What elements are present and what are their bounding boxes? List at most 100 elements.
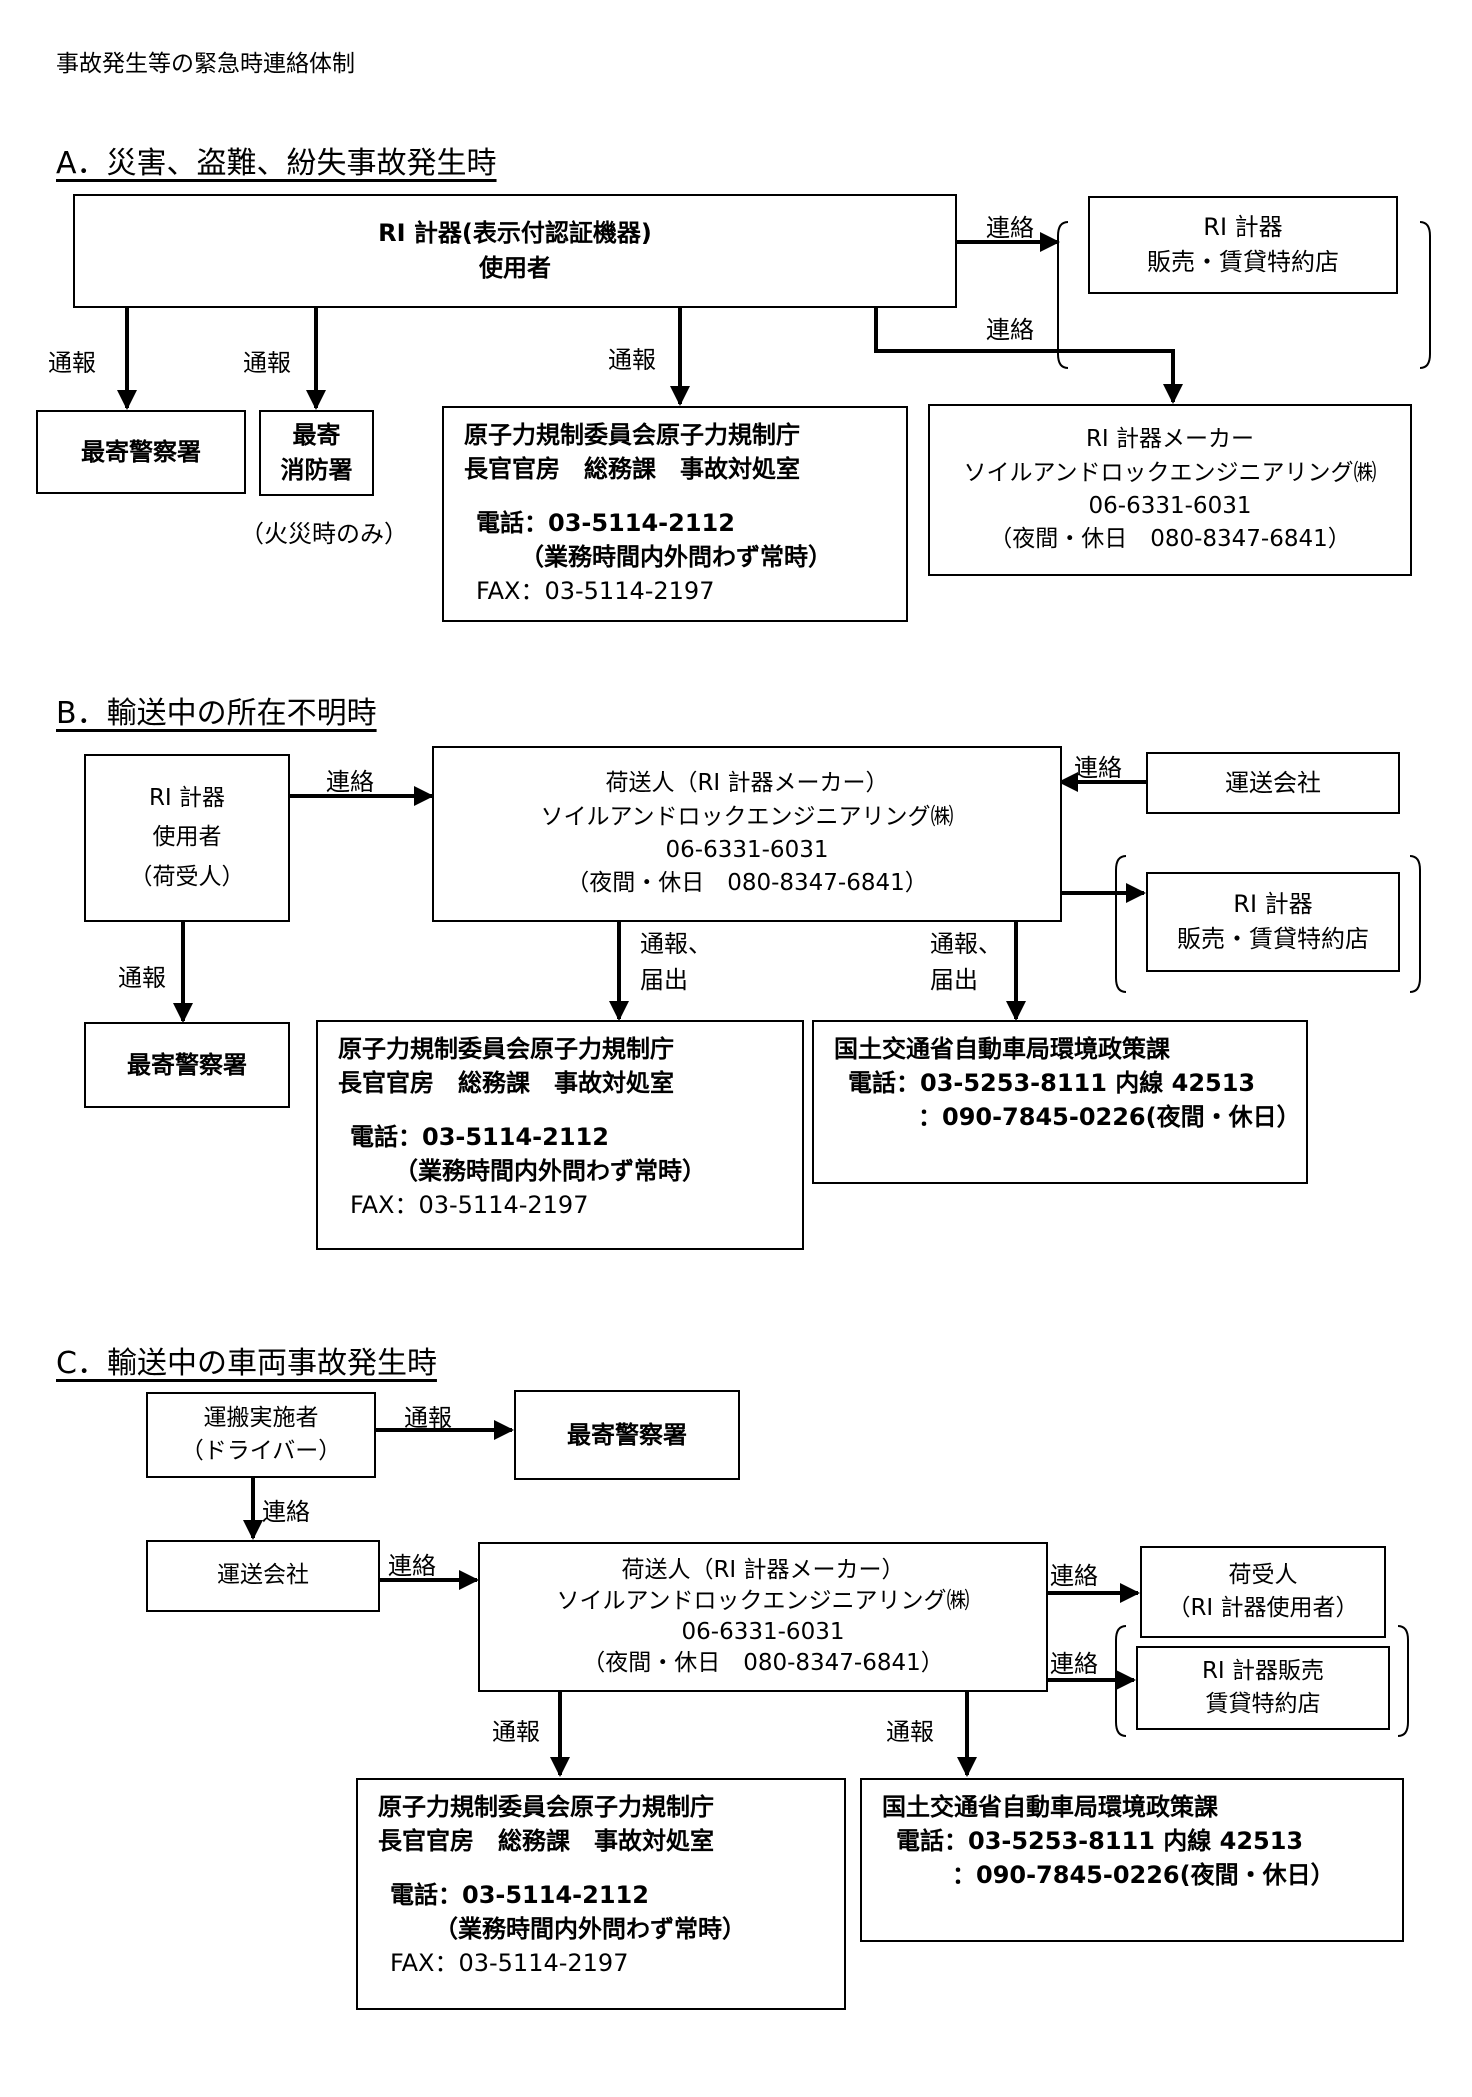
a-dealer-box: RI 計器 販売・賃貸特約店 [1088, 196, 1398, 294]
b-dealer-line-2: 販売・賃貸特約店 [1177, 925, 1369, 953]
bracket-b-right [1409, 855, 1421, 993]
c-label-renraku-1: 連絡 [262, 1498, 310, 1526]
a-maker-line-4: （夜間・休日 080-8347-6841） [989, 526, 1351, 553]
bracket-c-left [1115, 1625, 1127, 1737]
c-consignee-line-1: 荷受人 [1228, 1561, 1298, 1588]
b-mlit-name: 国土交通省自動車局環境政策課 [834, 1035, 1170, 1063]
b-carrier-label: 運送会社 [1225, 768, 1321, 797]
b-nra-tel: 電話：03-5114-2112 [350, 1123, 609, 1152]
b-shipper-line-4: （夜間・休日 080-8347-6841） [566, 870, 928, 897]
c-label-tsuho-3: 通報 [886, 1718, 934, 1746]
b-mlit-tel: 電話：03-5253-8111 内線 42513 [848, 1069, 1256, 1098]
c-label-renraku-4: 連絡 [1050, 1650, 1098, 1678]
c-shipper-line-3: 06-6331-6031 [681, 1619, 845, 1645]
c-shipper-box: 荷送人（RI 計器メーカー） ソイルアンドロックエンジニアリング㈱ 06-633… [478, 1542, 1048, 1692]
c-dealer-line-2: 賃貸特約店 [1205, 1691, 1321, 1717]
b-label-renraku-1: 連絡 [326, 768, 374, 796]
a-label-renraku-1: 連絡 [986, 214, 1034, 242]
b-label-renraku-2: 連絡 [1074, 754, 1122, 782]
a-fire-line-2: 消防署 [280, 456, 353, 484]
c-consignee-box: 荷受人 （RI 計器使用者） [1140, 1546, 1386, 1638]
c-shipper-line-2: ソイルアンドロックエンジニアリング㈱ [556, 1587, 970, 1614]
b-shipper-line-2: ソイルアンドロックエンジニアリング㈱ [540, 803, 954, 830]
b-label-tsuho-todoke-1-line-1: 通報、 [640, 930, 712, 958]
b-user-box: RI 計器 使用者 （荷受人） [84, 754, 290, 922]
b-police-label: 最寄警察署 [127, 1050, 247, 1079]
b-user-line-3: （荷受人） [129, 863, 245, 890]
b-user-line-1: RI 計器 [148, 785, 226, 812]
b-label-tsuho-todoke-1-line-2: 届出 [640, 966, 688, 994]
b-dealer-line-1: RI 計器 [1233, 890, 1313, 919]
a-nra-fax: FAX：03-5114-2197 [476, 577, 715, 606]
a-user-box: RI 計器(表示付認証機器) 使用者 [73, 194, 957, 308]
c-label-renraku-2: 連絡 [388, 1552, 436, 1580]
b-mlit-box: 国土交通省自動車局環境政策課 電話：03-5253-8111 内線 42513 … [812, 1020, 1308, 1184]
b-label-tsuho-todoke-2-line-1: 通報、 [930, 930, 1002, 958]
a-user-line-1: RI 計器(表示付認証機器) [378, 219, 652, 248]
c-nra-box: 原子力規制委員会原子力規制庁 長官官房 総務課 事故対処室 電話：03-5114… [356, 1778, 846, 2010]
b-mlit-tel2: ：090-7845-0226(夜間・休日） [918, 1103, 1301, 1132]
c-shipper-line-4: （夜間・休日 080-8347-6841） [582, 1650, 944, 1677]
a-nra-tel: 電話：03-5114-2112 [476, 509, 735, 538]
b-nra-name-1: 原子力規制委員会原子力規制庁 [338, 1035, 674, 1063]
a-label-renraku-2: 連絡 [986, 316, 1034, 344]
c-driver-box: 運搬実施者 （ドライバー） [146, 1392, 376, 1478]
c-mlit-name: 国土交通省自動車局環境政策課 [882, 1793, 1218, 1821]
b-label-tsuho-todoke-2-line-2: 届出 [930, 966, 978, 994]
a-nra-tel-note: （業務時間内外問わず常時） [520, 543, 832, 572]
a-fire-box: 最寄 消防署 [259, 410, 374, 496]
a-user-line-2: 使用者 [479, 254, 551, 282]
a-label-tsuho-3: 通報 [608, 346, 656, 374]
c-carrier-label: 運送会社 [217, 1562, 309, 1589]
a-dealer-line-1: RI 計器 [1203, 213, 1283, 242]
b-shipper-line-3: 06-6331-6031 [665, 837, 829, 863]
a-dealer-line-2: 販売・賃貸特約店 [1147, 248, 1339, 276]
bracket-b-left [1115, 855, 1127, 993]
a-police-box: 最寄警察署 [36, 410, 246, 494]
c-label-renraku-3: 連絡 [1050, 1562, 1098, 1590]
c-driver-line-2: （ドライバー） [180, 1438, 342, 1464]
b-nra-name-2: 長官官房 総務課 事故対処室 [338, 1069, 674, 1098]
a-nra-name-2: 長官官房 総務課 事故対処室 [464, 455, 800, 484]
c-police-label: 最寄警察署 [567, 1420, 687, 1449]
c-police-box: 最寄警察署 [514, 1390, 740, 1480]
section-a-heading: A．災害、盗難、紛失事故発生時 [56, 146, 497, 181]
b-shipper-line-1: 荷送人（RI 計器メーカー） [605, 770, 889, 797]
bracket-a-left [1057, 221, 1069, 369]
section-b-heading: B．輸送中の所在不明時 [56, 696, 377, 731]
c-label-tsuho-1: 通報 [404, 1404, 452, 1432]
b-label-tsuho-todoke-2: 通報、 届出 [930, 926, 1002, 998]
c-carrier-box: 運送会社 [146, 1540, 380, 1612]
a-nra-box: 原子力規制委員会原子力規制庁 長官官房 総務課 事故対処室 電話：03-5114… [442, 406, 908, 622]
c-nra-tel: 電話：03-5114-2112 [390, 1881, 649, 1910]
arrow-a-user-to-maker [874, 307, 1183, 404]
c-mlit-tel2: ：090-7845-0226(夜間・休日） [952, 1861, 1335, 1890]
a-fire-line-1: 最寄 [292, 421, 341, 450]
bracket-a-right [1419, 221, 1431, 369]
section-c-heading: C．輸送中の車両事故発生時 [56, 1346, 437, 1381]
a-fire-note: （火災時のみ） [240, 520, 408, 548]
c-dealer-box: RI 計器販売 賃貸特約店 [1136, 1646, 1390, 1730]
c-mlit-box: 国土交通省自動車局環境政策課 電話：03-5253-8111 内線 42513 … [860, 1778, 1404, 1942]
c-nra-name-1: 原子力規制委員会原子力規制庁 [378, 1793, 714, 1821]
a-label-tsuho-1: 通報 [48, 349, 96, 377]
b-label-tsuho: 通報 [118, 964, 166, 992]
a-nra-name-1: 原子力規制委員会原子力規制庁 [464, 421, 800, 449]
b-nra-tel-note: （業務時間内外問わず常時） [394, 1157, 706, 1186]
b-label-tsuho-todoke-1: 通報、 届出 [640, 926, 712, 998]
b-nra-fax: FAX：03-5114-2197 [350, 1191, 589, 1220]
c-consignee-line-2: （RI 計器使用者） [1167, 1595, 1359, 1621]
document-title: 事故発生等の緊急時連絡体制 [56, 51, 355, 77]
a-maker-box: RI 計器メーカー ソイルアンドロックエンジニアリング㈱ 06-6331-603… [928, 404, 1412, 576]
b-police-box: 最寄警察署 [84, 1022, 290, 1108]
a-police-label: 最寄警察署 [81, 437, 201, 466]
c-label-tsuho-2: 通報 [492, 1718, 540, 1746]
a-maker-line-2: ソイルアンドロックエンジニアリング㈱ [963, 459, 1377, 486]
c-dealer-line-1: RI 計器販売 [1201, 1657, 1325, 1684]
b-carrier-box: 運送会社 [1146, 752, 1400, 814]
a-label-tsuho-2: 通報 [243, 349, 291, 377]
a-maker-line-1: RI 計器メーカー [1085, 426, 1255, 453]
b-shipper-box: 荷送人（RI 計器メーカー） ソイルアンドロックエンジニアリング㈱ 06-633… [432, 746, 1062, 922]
c-mlit-tel: 電話：03-5253-8111 内線 42513 [896, 1827, 1304, 1856]
